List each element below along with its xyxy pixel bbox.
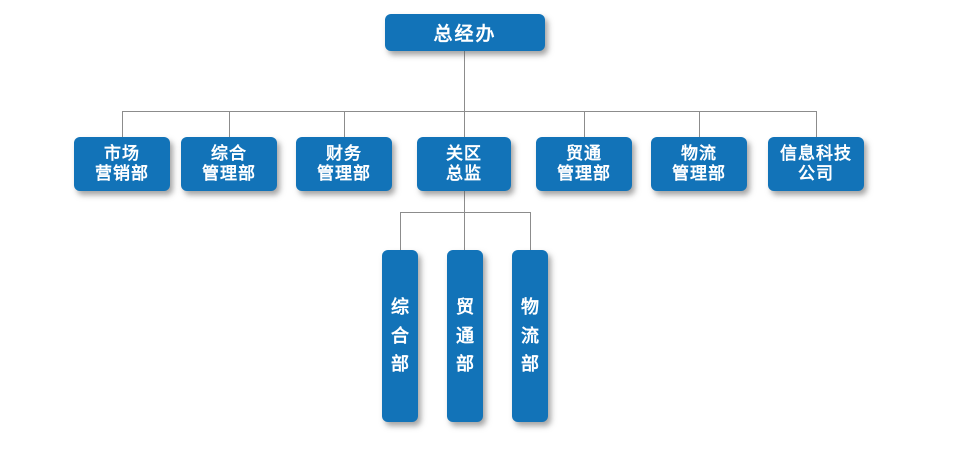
connector-level3-horizontal bbox=[400, 212, 530, 213]
connector-drop-sub-trade bbox=[464, 212, 465, 250]
connector-drop-customs-director bbox=[464, 111, 465, 137]
connector-customs-vertical bbox=[464, 191, 465, 212]
connector-drop-general-mgmt bbox=[229, 111, 230, 137]
node-customs-district-director: 关区 总监 bbox=[417, 137, 511, 191]
node-general-management-dept: 综合 管理部 bbox=[181, 137, 277, 191]
node-marketing-dept: 市场 营销部 bbox=[74, 137, 170, 191]
connector-drop-sub-logistics bbox=[530, 212, 531, 250]
connector-drop-marketing bbox=[122, 111, 123, 137]
connector-drop-sub-general bbox=[400, 212, 401, 250]
node-trade-management-dept: 贸通 管理部 bbox=[536, 137, 632, 191]
node-it-company: 信息科技 公司 bbox=[768, 137, 864, 191]
connector-drop-logistics-mgmt bbox=[699, 111, 700, 137]
connector-root-vertical bbox=[464, 51, 465, 111]
connector-level2-horizontal bbox=[122, 111, 816, 112]
node-general-manager-office: 总经办 bbox=[385, 14, 545, 51]
connector-drop-finance bbox=[344, 111, 345, 137]
node-sub-trade-dept: 贸 通 部 bbox=[447, 250, 483, 422]
connector-drop-trade-mgmt bbox=[584, 111, 585, 137]
node-sub-general-dept: 综 合 部 bbox=[382, 250, 418, 422]
node-finance-management-dept: 财务 管理部 bbox=[296, 137, 392, 191]
node-logistics-management-dept: 物流 管理部 bbox=[651, 137, 747, 191]
connector-drop-it-company bbox=[816, 111, 817, 137]
node-sub-logistics-dept: 物 流 部 bbox=[512, 250, 548, 422]
